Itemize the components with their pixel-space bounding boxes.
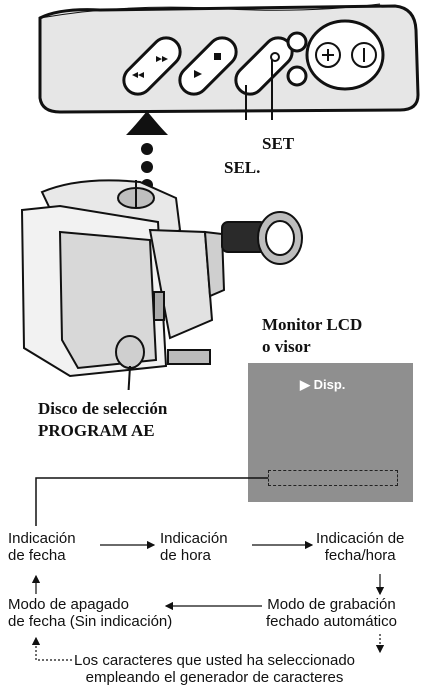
monitor-label: Monitor LCD o visor bbox=[262, 314, 362, 358]
set-label: SET bbox=[262, 134, 295, 153]
monitor-label-line2: o visor bbox=[262, 337, 311, 356]
flow-time-indication: Indicación de hora bbox=[160, 530, 228, 564]
monitor-screen: ▶ Disp. bbox=[248, 363, 413, 502]
sel-label: SEL. bbox=[224, 158, 261, 177]
disp-indicator: ▶ Disp. bbox=[300, 377, 346, 392]
flow-chargen-line1: Los caracteres que usted ha seleccionado bbox=[74, 652, 356, 669]
flow-date-off-mode: Modo de apagado de fecha (Sin indicación… bbox=[8, 596, 172, 630]
flow-datetime-indication: Indicación de fecha/hora bbox=[316, 530, 404, 564]
camcorder-illustration bbox=[20, 179, 303, 390]
flow-date-line1: Indicación bbox=[8, 530, 76, 547]
dial-label: Disco de selección PROGRAM AE bbox=[38, 398, 167, 442]
flow-off-line1: Modo de apagado bbox=[8, 596, 129, 613]
small-button-top[interactable] bbox=[286, 31, 308, 53]
flow-off-line2: de fecha (Sin indicación) bbox=[8, 613, 173, 630]
flow-time-line1: Indicación bbox=[160, 530, 228, 547]
flow-chargen-line2: empleando el generador de caracteres bbox=[85, 669, 344, 686]
flow-arrows bbox=[31, 477, 385, 661]
sel-set-button[interactable] bbox=[230, 32, 298, 100]
play-stop-button[interactable] bbox=[174, 32, 242, 100]
flow-datetime-line1: Indicación de bbox=[316, 530, 405, 547]
flow-datetime-line2: fecha/hora bbox=[324, 547, 396, 564]
flow-date-line2: de fecha bbox=[8, 547, 66, 564]
rewind-ff-button[interactable] bbox=[118, 32, 186, 100]
flow-date-indication: Indicación de fecha bbox=[8, 530, 76, 564]
flow-time-line2: de hora bbox=[160, 547, 211, 564]
dial-label-line2: PROGRAM AE bbox=[38, 421, 155, 440]
flow-auto-date-mode: Modo de grabación fechado automático bbox=[266, 596, 397, 630]
zoom-rocker[interactable] bbox=[305, 19, 385, 91]
flow-character-generator: Los caracteres que usted ha seleccionado… bbox=[74, 652, 355, 686]
small-button-bottom[interactable] bbox=[286, 65, 308, 87]
dial-label-line1: Disco de selección bbox=[38, 399, 168, 418]
date-display-area bbox=[268, 470, 398, 486]
flow-auto-line2: fechado automático bbox=[266, 613, 397, 630]
monitor-label-line1: Monitor LCD bbox=[262, 315, 363, 334]
flow-auto-line1: Modo de grabación bbox=[267, 596, 396, 613]
control-panel bbox=[38, 3, 420, 120]
